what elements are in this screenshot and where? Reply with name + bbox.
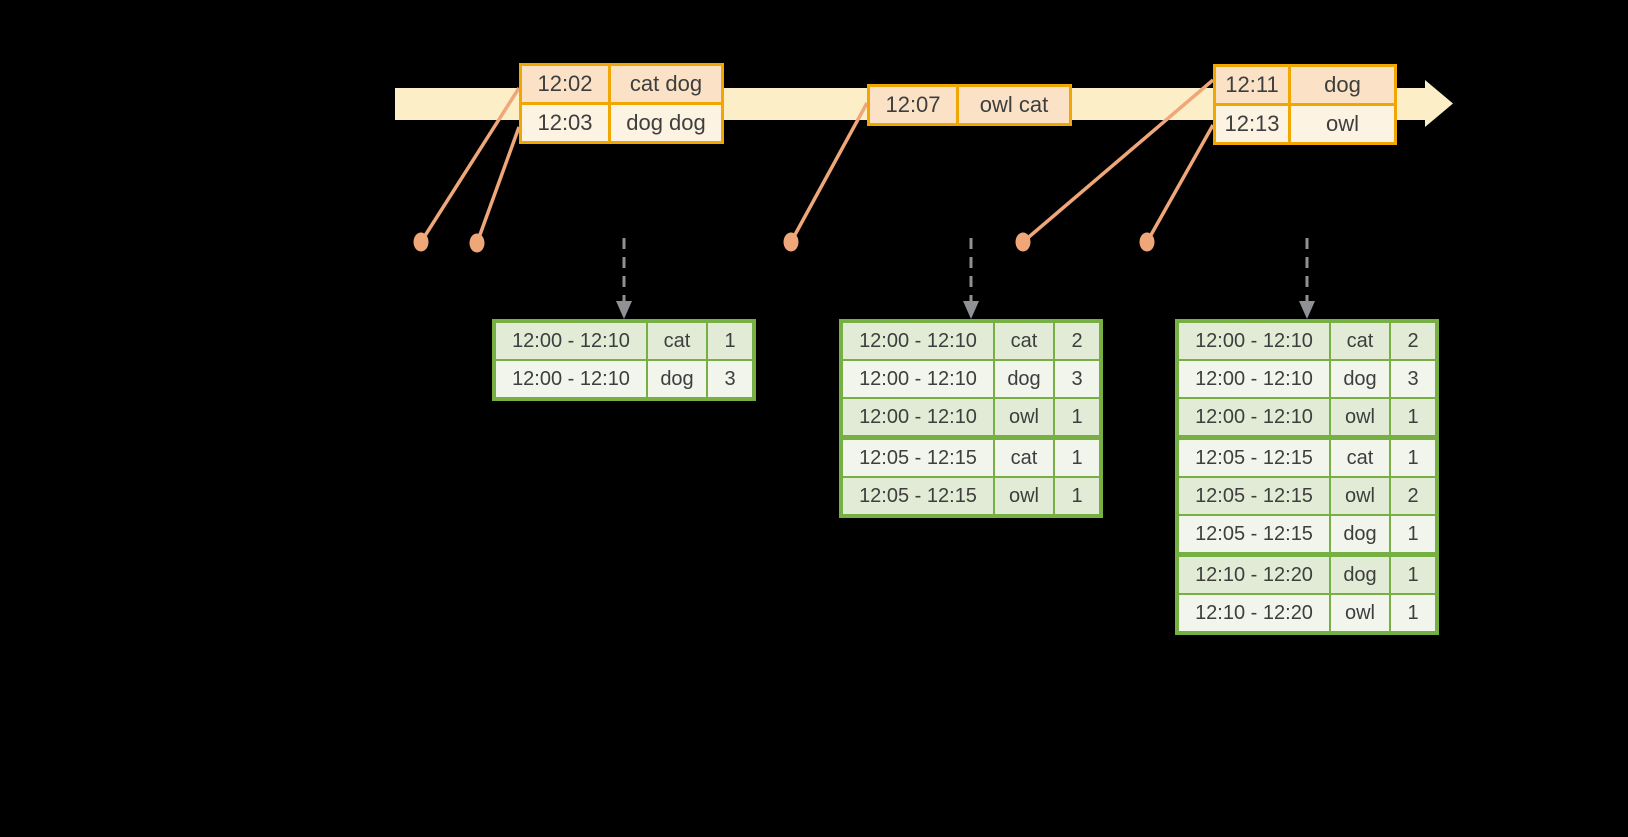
window-cell: 12:00 - 12:10 [496, 323, 646, 359]
event-time-cell: 12:13 [1216, 106, 1288, 142]
event-time-cell: 12:02 [522, 66, 608, 102]
word-cell: cat [1331, 440, 1389, 476]
count-cell: 1 [1391, 595, 1435, 631]
event-connectors [413, 78, 1215, 253]
count-cell: 2 [1055, 323, 1099, 359]
trigger-arrows [616, 238, 1315, 319]
word-cell: cat [1331, 323, 1389, 359]
word-cell: cat [648, 323, 706, 359]
word-cell: owl [1331, 595, 1389, 631]
word-cell: dog [1331, 557, 1389, 593]
trigger-arrowhead-icon [963, 301, 979, 319]
count-cell: 1 [1391, 440, 1435, 476]
count-cell: 1 [1055, 440, 1099, 476]
window-cell: 12:00 - 12:10 [1179, 323, 1329, 359]
window-cell: 12:00 - 12:10 [1179, 399, 1329, 435]
event-words-cell: owl [1291, 106, 1394, 142]
count-cell: 1 [708, 323, 752, 359]
count-cell: 1 [1055, 399, 1099, 435]
event-time-cell: 12:03 [522, 105, 608, 141]
window-cell: 12:05 - 12:15 [1179, 440, 1329, 476]
count-cell: 3 [1391, 361, 1435, 397]
word-cell: dog [1331, 516, 1389, 552]
word-cell: owl [995, 399, 1053, 435]
event-words-cell: cat dog [611, 66, 721, 102]
count-cell: 3 [708, 361, 752, 397]
window-cell: 12:05 - 12:15 [843, 440, 993, 476]
event-dot [1139, 232, 1155, 252]
window-cell: 12:05 - 12:15 [1179, 478, 1329, 514]
event-dot [1015, 232, 1031, 252]
window-cell: 12:00 - 12:10 [496, 361, 646, 397]
event-dot [413, 232, 429, 252]
word-cell: cat [995, 440, 1053, 476]
word-cell: dog [1331, 361, 1389, 397]
window-cell: 12:00 - 12:10 [843, 361, 993, 397]
count-cell: 1 [1391, 516, 1435, 552]
word-cell: owl [995, 478, 1053, 514]
window-cell: 12:10 - 12:20 [1179, 595, 1329, 631]
event-connector-line [419, 87, 521, 243]
event-dot [469, 233, 485, 253]
window-cell: 12:00 - 12:10 [843, 323, 993, 359]
event-connector-line [789, 102, 869, 243]
count-cell: 1 [1391, 557, 1435, 593]
word-cell: owl [1331, 399, 1389, 435]
event-connector-line [1145, 124, 1215, 243]
event-words-cell: dog dog [611, 105, 721, 141]
count-cell: 1 [1391, 399, 1435, 435]
window-cell: 12:05 - 12:15 [843, 478, 993, 514]
window-cell: 12:00 - 12:10 [843, 399, 993, 435]
event-time-cell: 12:11 [1216, 67, 1288, 103]
word-cell: owl [1331, 478, 1389, 514]
word-cell: dog [995, 361, 1053, 397]
word-cell: cat [995, 323, 1053, 359]
count-cell: 1 [1055, 478, 1099, 514]
event-words-cell: owl cat [959, 87, 1069, 123]
event-time-cell: 12:07 [870, 87, 956, 123]
count-cell: 2 [1391, 478, 1435, 514]
event-dot [783, 232, 799, 252]
trigger-arrowhead-icon [616, 301, 632, 319]
window-cell: 12:00 - 12:10 [1179, 361, 1329, 397]
count-cell: 2 [1391, 323, 1435, 359]
window-cell: 12:10 - 12:20 [1179, 557, 1329, 593]
event-connector-line [475, 126, 521, 244]
event-connector-line [1021, 78, 1215, 244]
trigger-arrowhead-icon [1299, 301, 1315, 319]
window-cell: 12:05 - 12:15 [1179, 516, 1329, 552]
word-cell: dog [648, 361, 706, 397]
event-words-cell: dog [1291, 67, 1394, 103]
count-cell: 3 [1055, 361, 1099, 397]
